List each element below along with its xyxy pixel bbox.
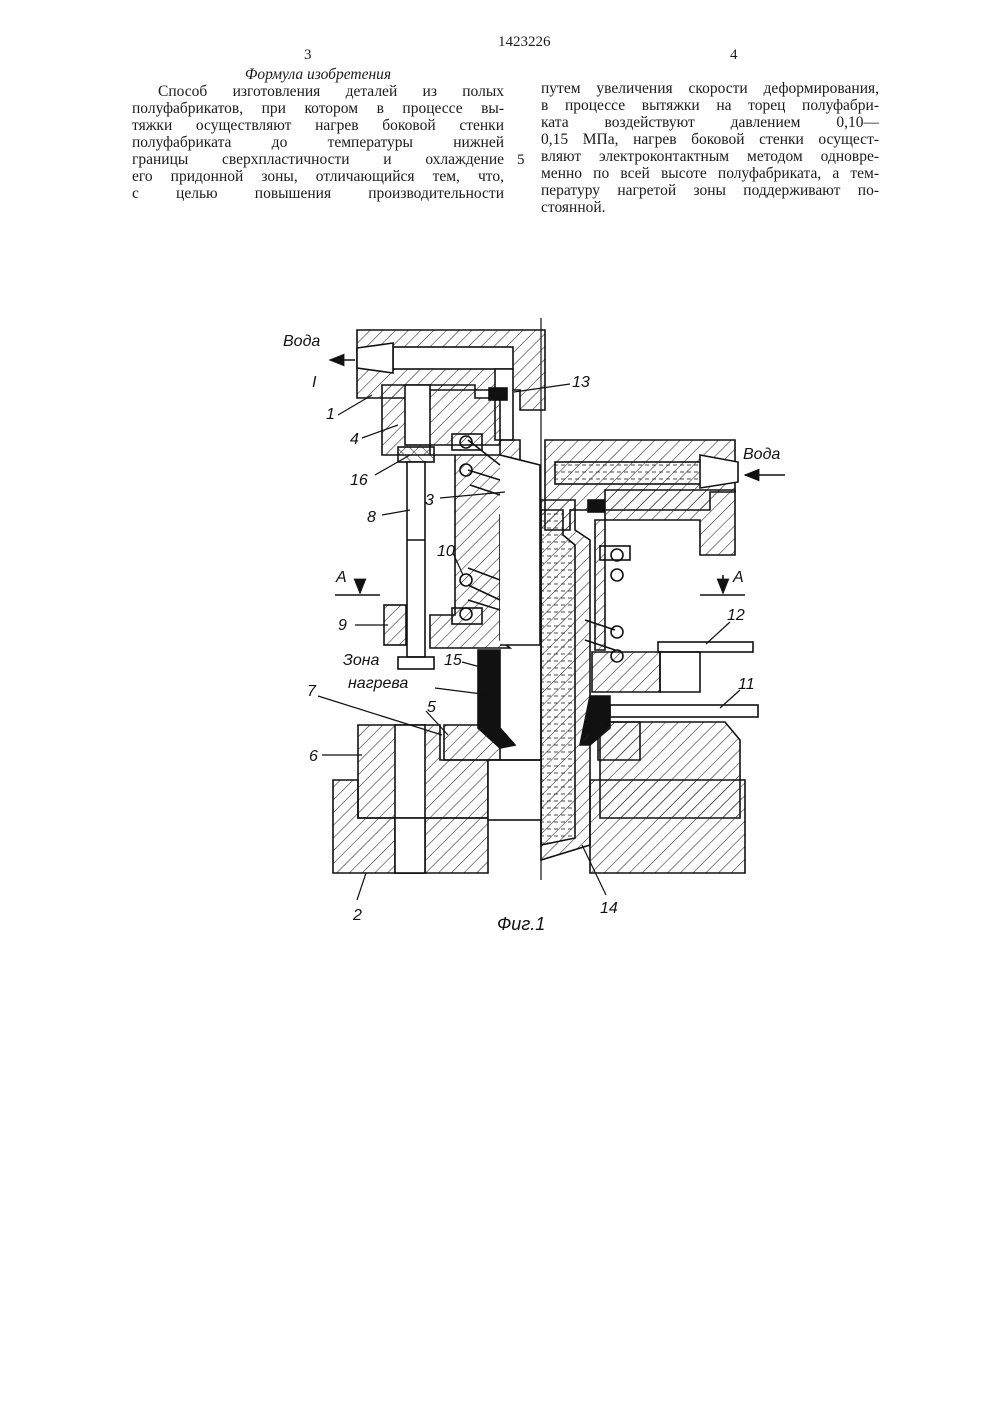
label-9: 9: [338, 617, 347, 634]
label-13: 13: [572, 374, 590, 391]
base-plate-2-right: [590, 780, 745, 873]
label-6: 6: [309, 748, 318, 765]
spring-coil: [611, 569, 623, 581]
nut-16: [398, 447, 434, 462]
die-wall-right: [595, 520, 605, 650]
label-section-a-left: А: [335, 569, 347, 586]
punch-coolant: [541, 510, 575, 845]
label-4: 4: [350, 431, 359, 448]
label-zone-line-1: Зона: [343, 652, 380, 669]
label-roman-one: I: [312, 374, 317, 391]
electrode-12: [658, 642, 753, 652]
seal-right: [588, 500, 604, 512]
figure-caption: Фиг.1: [497, 914, 545, 934]
label-1: 1: [326, 406, 335, 423]
label-15: 15: [444, 652, 462, 669]
label-5: 5: [427, 699, 436, 716]
label-section-a-right: А: [732, 569, 744, 586]
label-water-right: Вода: [743, 446, 780, 463]
label-3: 3: [425, 492, 434, 509]
part-12-plate: [592, 652, 660, 692]
label-7: 7: [307, 683, 317, 700]
water-channel-left: [393, 347, 513, 369]
label-2: 2: [352, 907, 362, 924]
label-11: 11: [738, 676, 755, 693]
bolt-head-recess: [405, 385, 430, 445]
die-cavity: [500, 455, 540, 645]
water-outlet-left: [357, 343, 393, 373]
electrode-11: [610, 705, 758, 717]
label-8: 8: [367, 509, 376, 526]
label-zone-line-2: нагрева: [348, 675, 408, 692]
label-10: 10: [437, 543, 455, 560]
bolt-8: [407, 462, 425, 657]
label-14: 14: [600, 900, 618, 917]
bolt-nut-bottom: [398, 657, 434, 669]
label-12: 12: [727, 607, 745, 624]
label-16: 16: [350, 472, 368, 489]
spring-coil: [611, 626, 623, 638]
label-water-left: Вода: [283, 333, 320, 350]
water-channel-right: [555, 462, 705, 484]
